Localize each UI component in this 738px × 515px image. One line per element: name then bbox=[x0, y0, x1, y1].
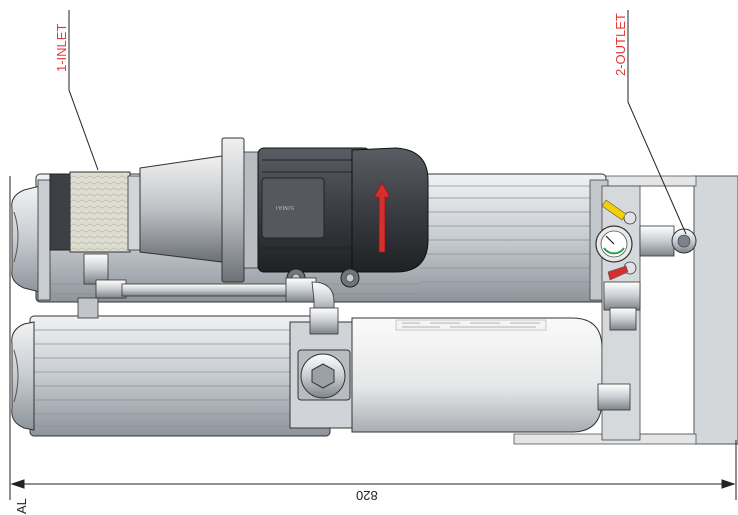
connecting-pipe bbox=[77, 253, 339, 335]
outlet-fitting bbox=[597, 225, 697, 411]
edge-mark-label: AL bbox=[14, 498, 29, 514]
upper-end-cap bbox=[11, 179, 51, 301]
callout-leaders bbox=[68, 10, 687, 235]
inlet-label: 1-INLET bbox=[54, 23, 69, 72]
red-valve-handle bbox=[607, 261, 637, 281]
electric-motor bbox=[257, 147, 429, 288]
lower-pump-body bbox=[11, 315, 331, 437]
inlet-filter bbox=[49, 171, 141, 253]
yellow-valve-handle bbox=[601, 199, 637, 225]
up-arrow-icon bbox=[373, 182, 391, 253]
outlet-label: 2-OUTLET bbox=[613, 13, 628, 76]
motor-nameplate: SIMAT bbox=[274, 204, 295, 210]
dimension-value: 820 bbox=[356, 488, 378, 503]
motor-adapter bbox=[139, 137, 261, 283]
hex-bolt-icon bbox=[297, 349, 351, 401]
overall-dimension bbox=[9, 176, 737, 500]
